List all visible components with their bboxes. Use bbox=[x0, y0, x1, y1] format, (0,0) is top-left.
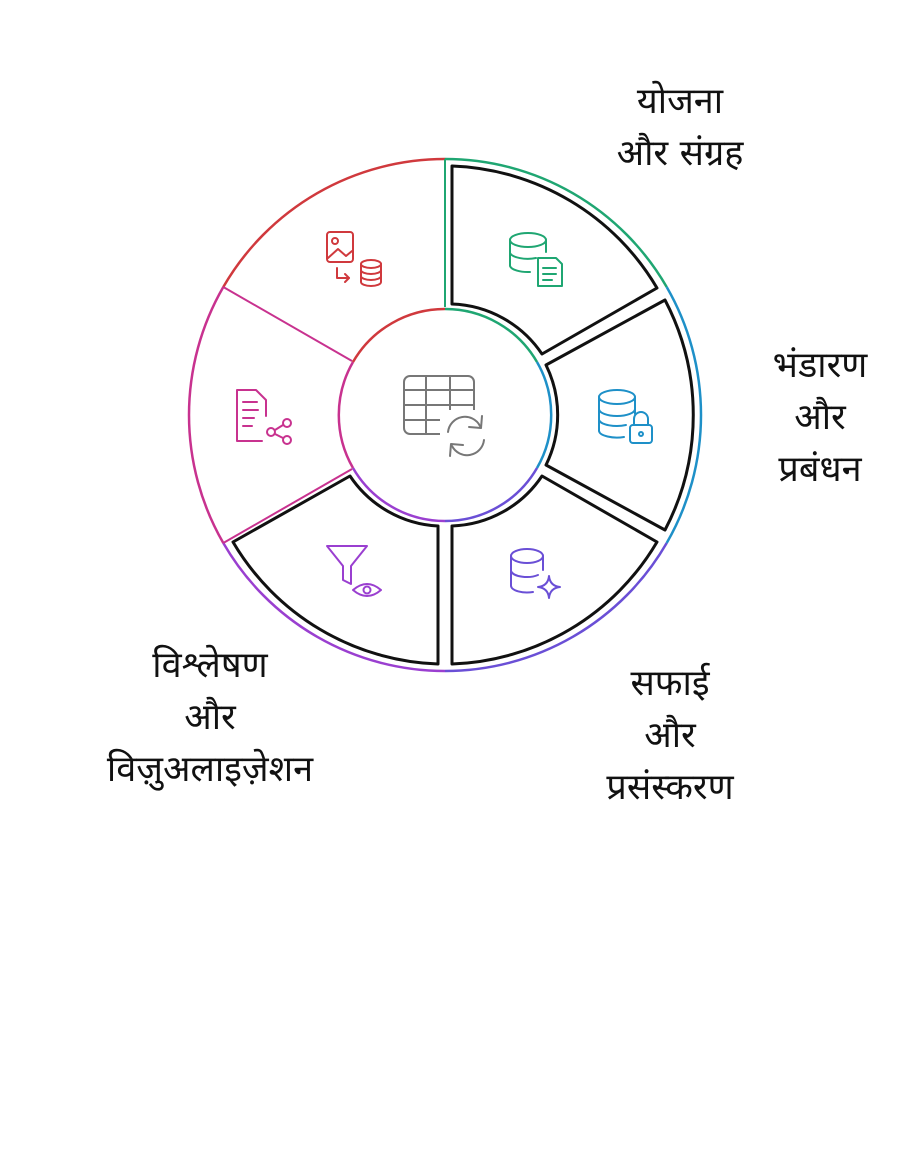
outer-arc-analysis bbox=[222, 542, 446, 673]
outer-arc-cleaning bbox=[444, 542, 668, 673]
divider-sharing-analysis bbox=[222, 468, 353, 544]
database-lock-icon bbox=[598, 389, 653, 444]
label-analysis: विश्लेषण और विज़ुअलाइज़ेशन bbox=[50, 640, 370, 796]
hub-arc-sharing bbox=[337, 361, 355, 469]
outer-arc-planning bbox=[444, 157, 668, 288]
label-planning: योजना और संग्रह bbox=[560, 76, 800, 180]
divider-import-sharing bbox=[222, 286, 353, 362]
label-analysis-line-1: विश्लेषण bbox=[152, 645, 268, 686]
label-analysis-line-3: विज़ुअलाइज़ेशन bbox=[106, 749, 314, 790]
document-share-icon bbox=[236, 389, 292, 445]
label-cleaning-line-1: सफाई bbox=[630, 663, 710, 704]
label-storage: भंडारण और प्रबंधन bbox=[720, 340, 920, 496]
label-cleaning-line-2: और bbox=[644, 715, 696, 756]
label-analysis-line-2: और bbox=[184, 697, 236, 738]
database-sparkle-icon bbox=[510, 548, 561, 599]
image-to-database-icon bbox=[326, 231, 382, 287]
outer-arc-storage bbox=[665, 286, 703, 544]
table-refresh-icon bbox=[403, 375, 492, 460]
outer-arc-import bbox=[222, 157, 446, 288]
hub-arc-import bbox=[351, 307, 446, 363]
hub-arc-cleaning bbox=[444, 467, 539, 523]
hub-arc-analysis bbox=[351, 467, 446, 523]
label-cleaning-line-3: प्रसंस्करण bbox=[606, 767, 734, 808]
segment-analysis[interactable] bbox=[231, 474, 440, 666]
outer-arc-sharing bbox=[187, 286, 225, 544]
filter-eye-icon bbox=[326, 545, 382, 597]
segment-planning[interactable] bbox=[450, 164, 659, 356]
segment-cleaning[interactable] bbox=[450, 474, 659, 666]
label-cleaning: सफाई और प्रसंस्करण bbox=[560, 658, 780, 814]
label-storage-line-1: भंडारण bbox=[772, 345, 868, 386]
hub-arc-storage bbox=[535, 361, 553, 469]
hub-arc-planning bbox=[444, 307, 539, 363]
label-planning-line-1: योजना bbox=[636, 81, 724, 122]
label-planning-line-2: और संग्रह bbox=[616, 133, 744, 174]
database-document-icon bbox=[509, 232, 563, 287]
label-storage-line-2: और bbox=[794, 397, 846, 438]
label-storage-line-3: प्रबंधन bbox=[778, 449, 862, 490]
